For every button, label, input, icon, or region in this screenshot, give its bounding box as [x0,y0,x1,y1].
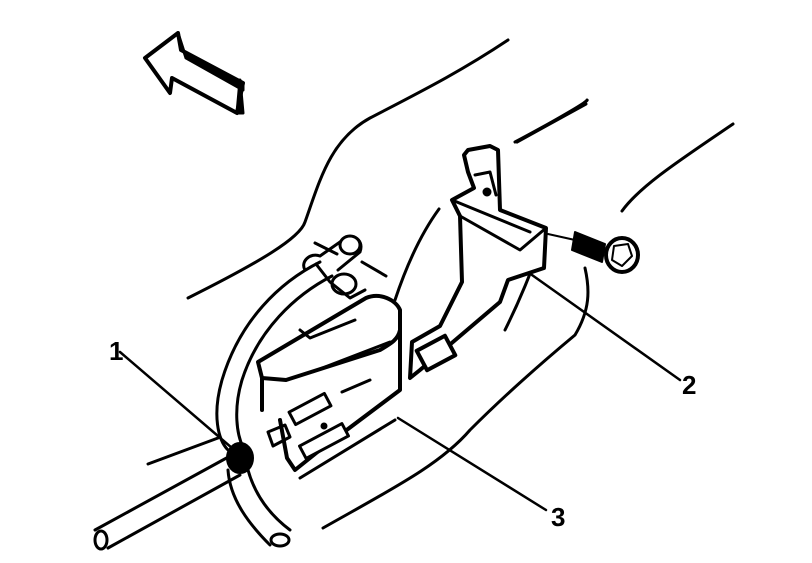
leader-line-1 [120,352,232,448]
leader-lines [120,275,680,510]
direction-arrow-icon [145,33,243,113]
module-housing [258,296,400,478]
callout-label-2: 2 [682,370,697,400]
vent-nipple [304,236,386,298]
leader-line-3 [398,418,546,510]
mounting-bracket [410,146,546,378]
callout-label-1: 1 [109,336,124,366]
leader-line-2 [532,275,680,380]
hose [95,262,332,549]
bolt [548,232,638,272]
callout-label-3: 3 [551,502,566,532]
